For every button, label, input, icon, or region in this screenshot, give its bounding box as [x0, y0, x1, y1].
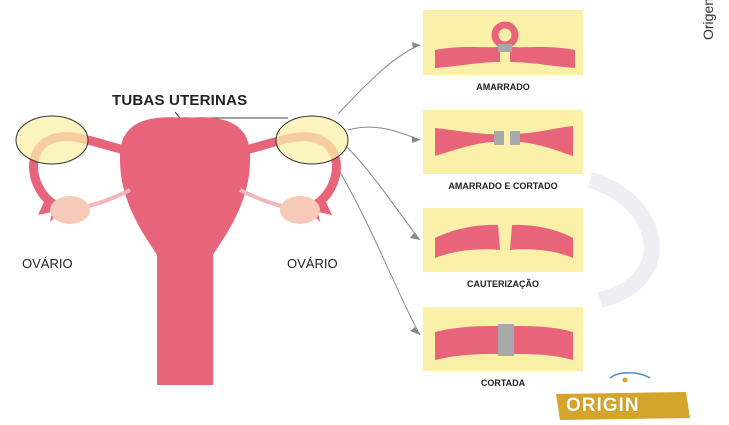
connector-4: [330, 155, 420, 335]
title-pointer-left: [175, 112, 250, 118]
ovary-right-label: OVÁRIO: [287, 256, 338, 271]
side-brand-text: Origen: [700, 0, 716, 40]
ovary-left-label: OVÁRIO: [22, 256, 73, 271]
right-ovary: [280, 196, 320, 224]
uterus-body: [120, 117, 250, 385]
arrow-head-2: [412, 136, 420, 143]
logo-text: ORIGIN: [566, 395, 640, 417]
connector-3: [345, 145, 420, 240]
right-tube-highlight: [276, 116, 348, 164]
caption-cauterizacao: CAUTERIZAÇÃO: [423, 279, 583, 289]
left-ovary: [50, 196, 90, 224]
clip-band: [498, 324, 514, 356]
arrow-heads: [410, 42, 420, 335]
arrow-head-4: [410, 327, 420, 335]
fallopian-tubes-title: TUBAS UTERINAS: [112, 92, 247, 109]
caption-cortada: CORTADA: [423, 378, 583, 388]
connector-1: [338, 45, 420, 114]
tube-cortada: [435, 324, 573, 360]
arrow-head-1: [412, 42, 420, 49]
left-tube-highlight: [16, 116, 88, 164]
caption-amarrado-e-cortado: AMARRADO E CORTADO: [423, 181, 583, 191]
clip-left: [494, 131, 504, 145]
watermark-swoosh: [590, 180, 652, 300]
clip-right: [510, 131, 520, 145]
caption-amarrado: AMARRADO: [423, 82, 583, 92]
connector-2: [348, 127, 420, 140]
ligature-band: [498, 44, 512, 52]
